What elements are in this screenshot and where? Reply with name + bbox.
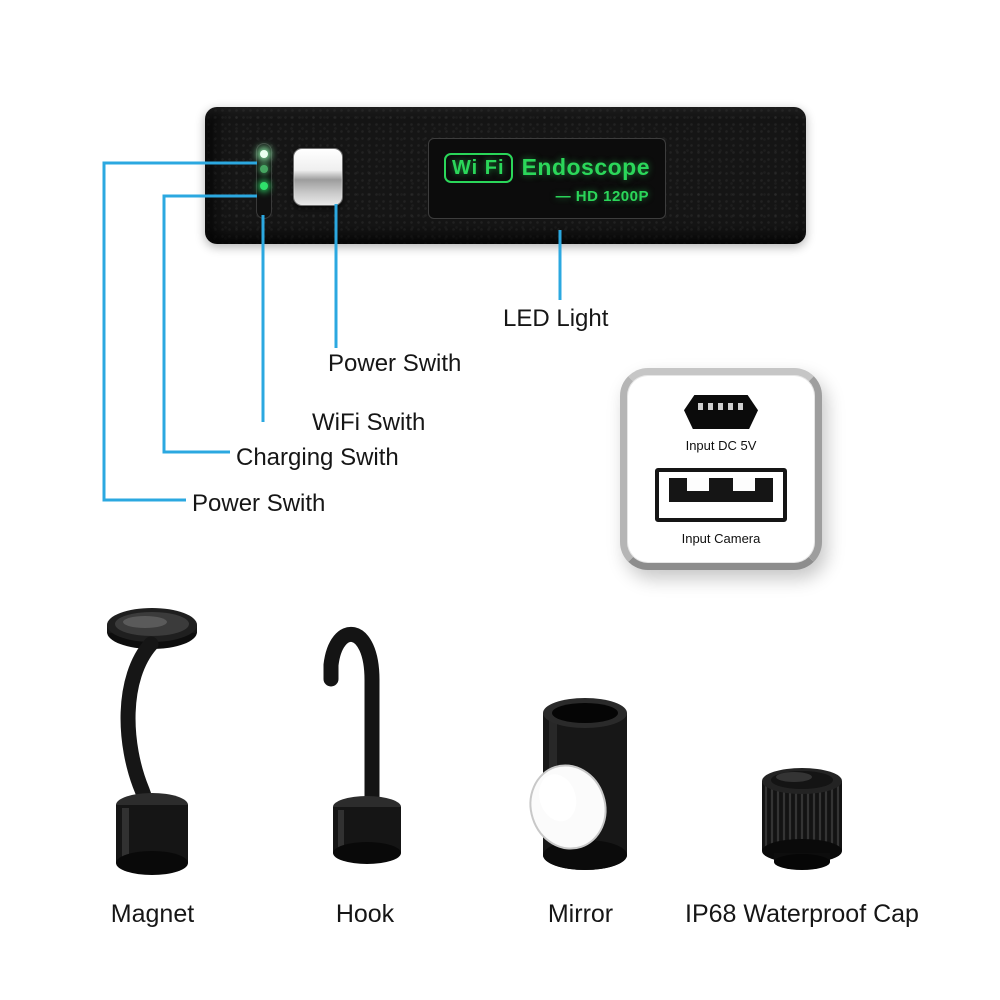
led-indicator (256, 143, 272, 219)
brand-panel: Wi Fi Endoscope — HD 1200P (428, 138, 666, 219)
label-input-camera: Input Camera (681, 531, 761, 546)
accessory-label-waterproof-cap: IP68 Waterproof Cap (685, 900, 919, 928)
accessory-mirror-image (523, 695, 638, 875)
endoscope-device-body: Wi Fi Endoscope — HD 1200P (205, 107, 806, 244)
usb-a-pin-left (687, 478, 709, 491)
accessory-label-magnet: Magnet (110, 900, 195, 928)
label-power-switch-top: Power Swith (328, 350, 462, 377)
cap-illustration (762, 768, 842, 870)
usb-a-pin-right (733, 478, 755, 491)
brand-name: Endoscope (521, 154, 651, 180)
label-led-light: LED Light (503, 305, 609, 332)
led-dot-top (260, 150, 268, 158)
magnet-illustration (107, 608, 197, 875)
hook-illustration (323, 627, 401, 864)
micro-usb-port-icon (684, 395, 758, 429)
led-dot-middle (260, 165, 268, 173)
usb-a-port-icon (655, 468, 787, 522)
wifi-logo-badge: Wi Fi (443, 152, 513, 183)
mirror-illustration (529, 698, 627, 870)
accessory-magnet-image (95, 592, 210, 877)
accessory-hook-image (320, 595, 410, 865)
micro-usb-pins (698, 403, 744, 410)
led-dot-green (260, 182, 268, 190)
model-label: — HD 1200P (555, 187, 649, 205)
usb-ports-inset: Input DC 5V Input Camera (620, 368, 822, 570)
label-power-switch-bottom: Power Swith (192, 490, 326, 517)
accessory-label-hook: Hook (335, 900, 395, 928)
label-charging-switch: Charging Swith (236, 444, 399, 471)
accessory-label-mirror: Mirror (547, 900, 614, 928)
power-switch-button (293, 148, 343, 206)
label-wifi-switch: WiFi Swith (312, 409, 426, 436)
accessory-waterproof-cap-image (752, 765, 852, 870)
label-input-dc-5v: Input DC 5V (685, 438, 757, 453)
brand-line: Wi Fi Endoscope (443, 152, 651, 183)
usb-a-tongue (669, 478, 773, 502)
